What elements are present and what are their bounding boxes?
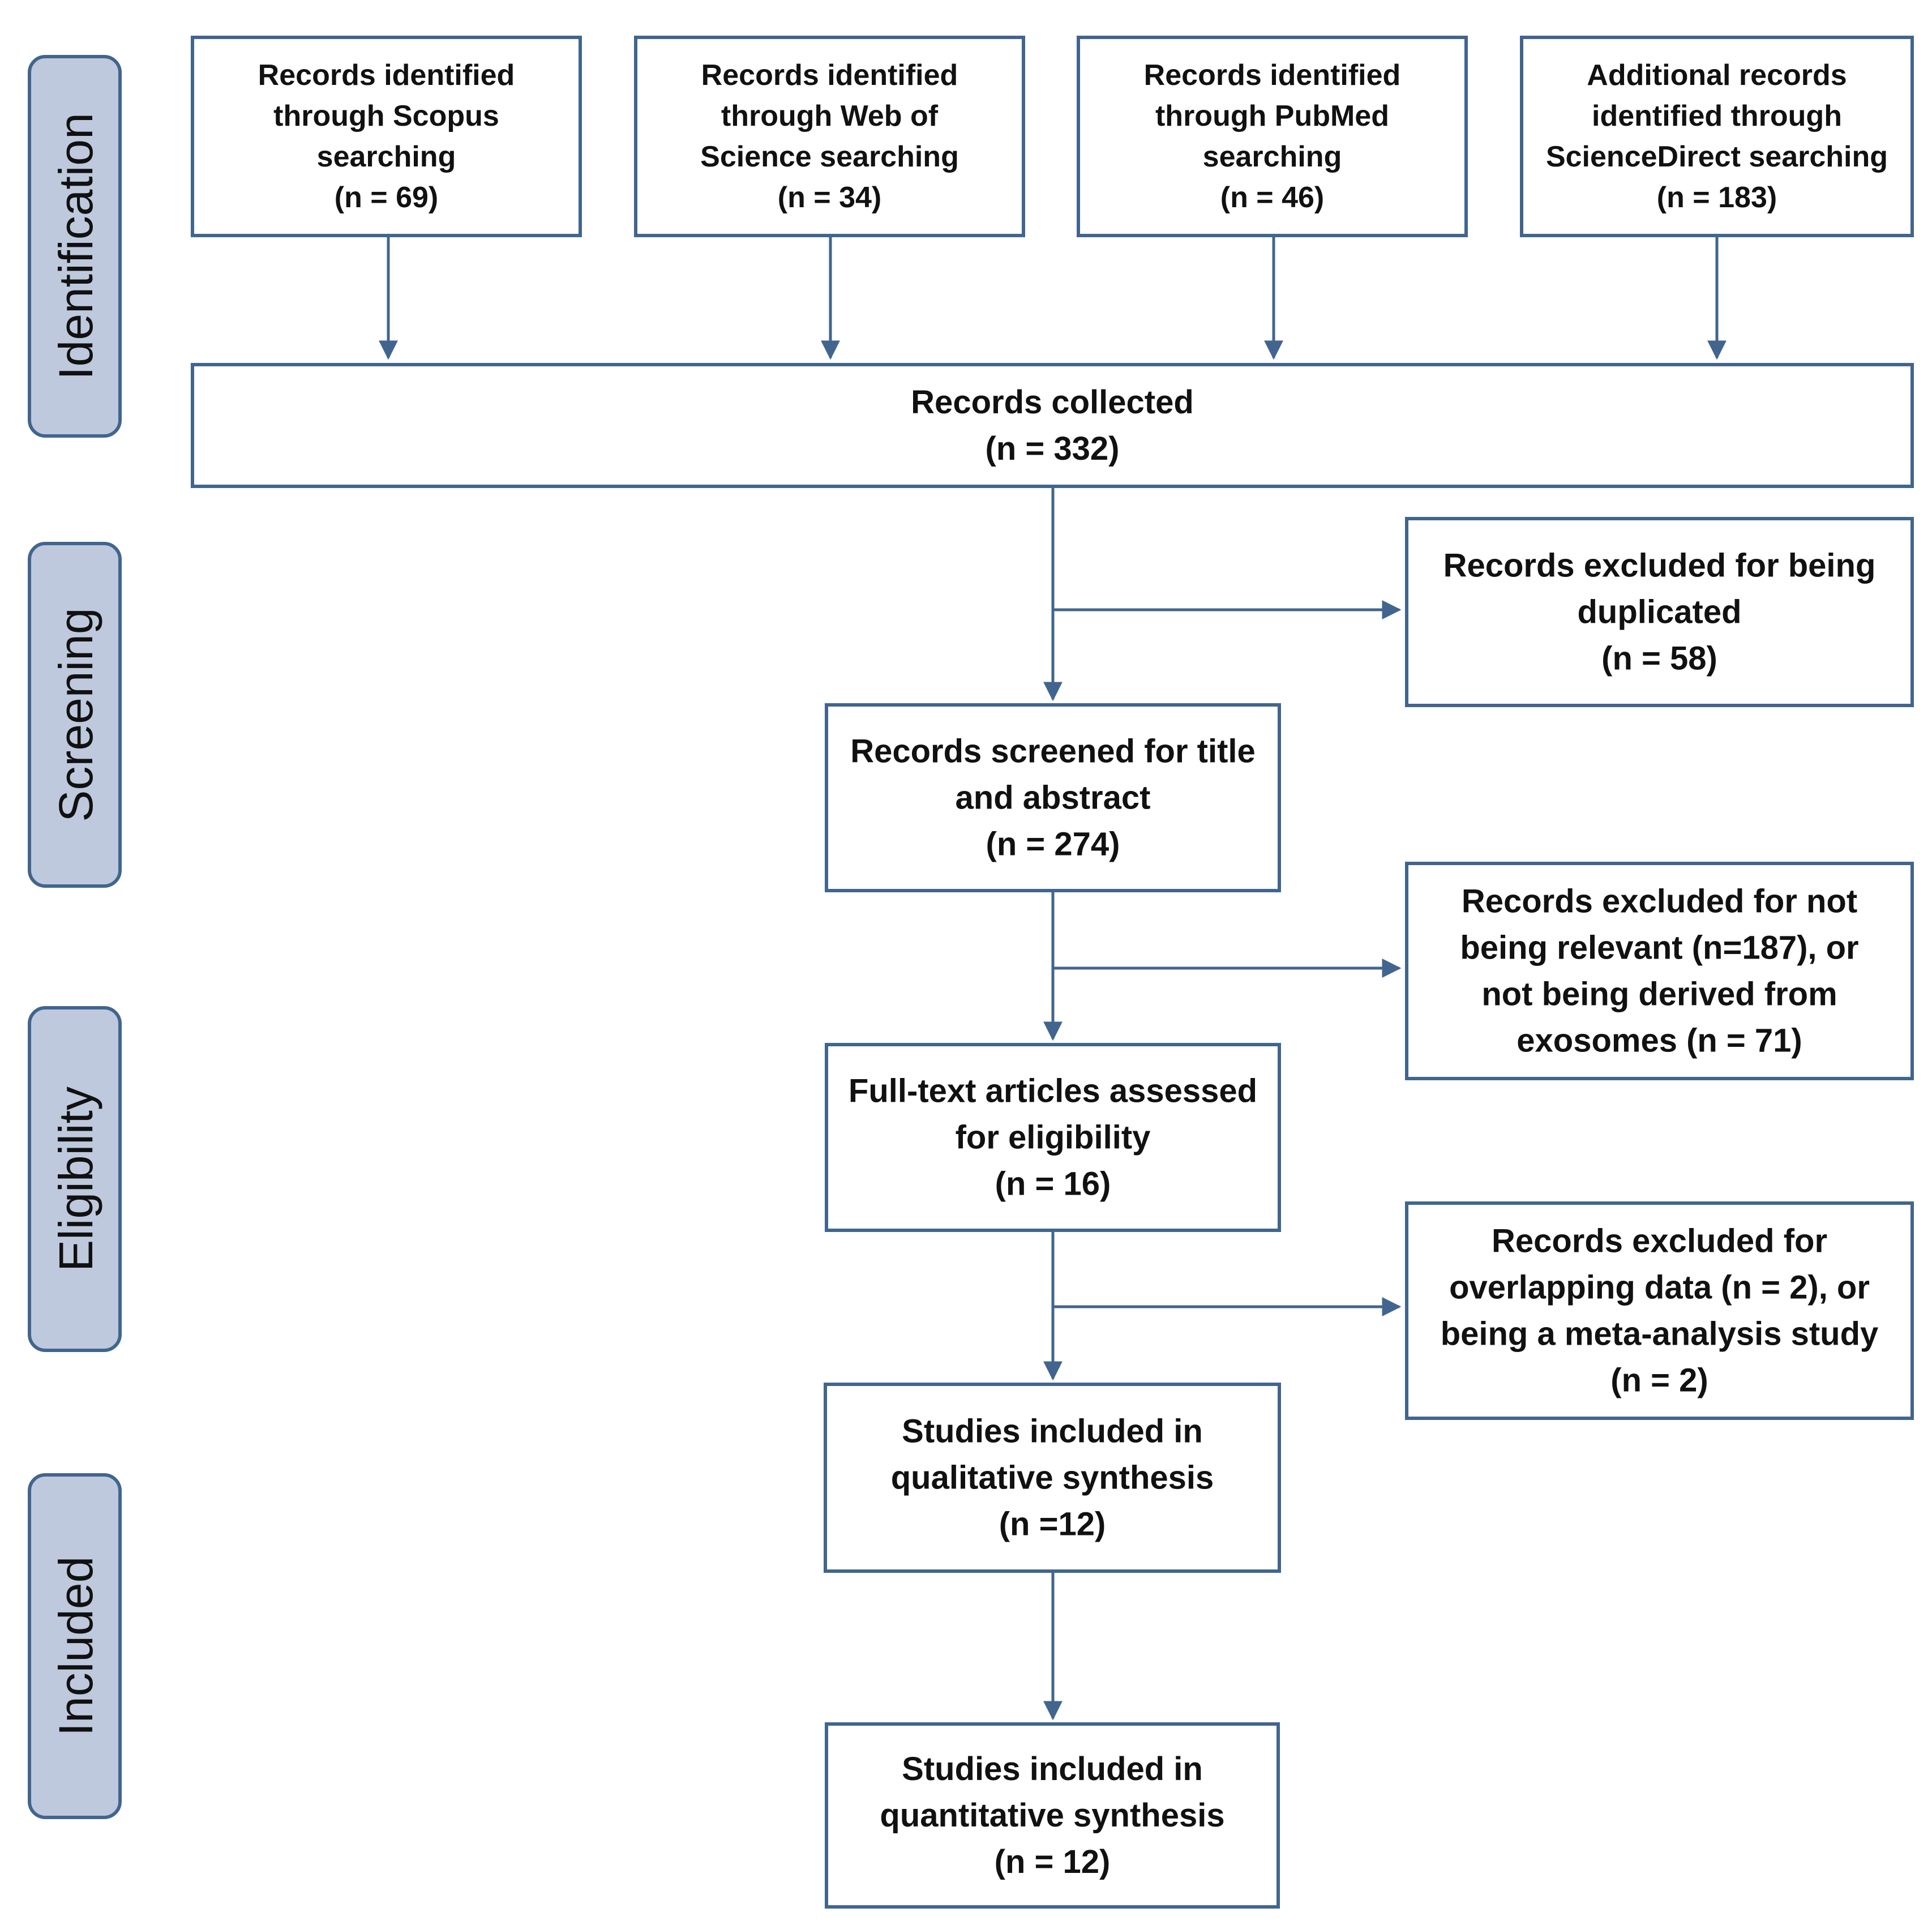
box-excluded-relevance-line: Records excluded for not (1462, 883, 1857, 920)
box-excluded-overlap-line: overlapping data (n = 2), or (1449, 1269, 1870, 1306)
box-screened-line: and abstract (956, 780, 1151, 816)
box-screened-line: (n = 274) (986, 826, 1120, 863)
box-excluded-dup-line: Records excluded for being (1443, 547, 1876, 584)
phase-identification: Identification (28, 55, 122, 438)
phase-eligibility-box (28, 1006, 122, 1352)
box-wos-frame (634, 36, 1025, 237)
phase-screening-box (28, 542, 122, 888)
phase-included-box (28, 1473, 122, 1819)
box-pubmed: Records identified through PubMed searchin… (1077, 36, 1468, 237)
box-screened-frame (825, 703, 1281, 892)
box-scopus-line: Records identified (258, 59, 515, 92)
box-qualitative-line: (n =12) (999, 1506, 1106, 1543)
box-sciencedirect-line: Additional records (1587, 59, 1847, 92)
phase-labels: IdentificationScreeningEligibilityInclud… (28, 55, 122, 1819)
box-sciencedirect-line: ScienceDirect searching (1546, 140, 1888, 173)
box-sciencedirect-frame (1520, 36, 1914, 237)
box-qualitative-frame (824, 1383, 1281, 1573)
box-wos-line: through Web of (721, 100, 939, 132)
box-scopus: Records identified through Scopus searchin… (191, 36, 582, 237)
box-quantitative-line: quantitative synthesis (880, 1797, 1224, 1834)
box-qualitative: Studies included in qualitative synthesis… (824, 1383, 1281, 1573)
box-pubmed-frame (1077, 36, 1468, 237)
box-excluded-relevance-frame (1405, 862, 1914, 1080)
phase-eligibility-label: Eligibility (49, 1086, 102, 1272)
box-excluded-overlap-frame (1405, 1201, 1914, 1420)
box-pubmed-line: Records identified (1144, 59, 1401, 92)
box-sciencedirect: Additional records identified throughScie… (1520, 36, 1914, 237)
box-scopus-line: through Scopus (273, 100, 499, 132)
box-fulltext-line: for eligibility (956, 1119, 1151, 1156)
box-excluded-dup-line: (n = 58) (1601, 640, 1717, 677)
box-screened: Records screened for title and abstract (n… (825, 703, 1281, 892)
box-fulltext: Full-text articles assessed for eligibili… (825, 1043, 1281, 1232)
flow-boxes: Records identified through Scopus searchin… (191, 36, 1914, 1909)
box-fulltext-line: Full-text articles assessed (849, 1073, 1257, 1110)
box-excluded-dup-line: duplicated (1577, 594, 1741, 631)
phase-eligibility: Eligibility (28, 1006, 122, 1352)
box-wos-line: Records identified (701, 59, 958, 92)
box-wos-line: Science searching (700, 140, 959, 173)
box-excluded-relevance: Records excluded for not being relevant (… (1405, 862, 1914, 1080)
box-quantitative: Studies included in quantitative synthesi… (825, 1722, 1280, 1909)
box-excluded-overlap-line: (n = 2) (1610, 1362, 1708, 1399)
box-pubmed-line: through PubMed (1155, 100, 1389, 132)
flow-arrows (379, 236, 1727, 1721)
box-excluded-dup-frame (1405, 517, 1914, 707)
box-scopus-line: (n = 69) (335, 181, 439, 214)
phase-identification-box (28, 55, 122, 438)
phase-screening: Screening (28, 542, 122, 888)
box-fulltext-line: (n = 16) (995, 1166, 1111, 1203)
box-collected-frame (191, 363, 1914, 488)
box-excluded-overlap-line: Records excluded for (1492, 1223, 1827, 1260)
box-sciencedirect-line: identified through (1592, 100, 1842, 132)
phase-screening-label: Screening (49, 608, 102, 822)
box-fulltext-frame (825, 1043, 1281, 1232)
box-quantitative-frame (825, 1722, 1280, 1909)
phase-included: Included (28, 1473, 122, 1819)
box-sciencedirect-line: (n = 183) (1657, 181, 1777, 214)
box-excluded-dup: Records excluded for being duplicated (n =… (1405, 517, 1914, 707)
phase-identification-label: Identification (49, 113, 102, 380)
box-collected-line: Records collected (911, 384, 1194, 421)
box-quantitative-line: (n = 12) (995, 1843, 1111, 1880)
box-excluded-overlap: Records excluded for overlapping data (n … (1405, 1201, 1914, 1420)
box-screened-line: Records screened for title (850, 733, 1256, 770)
box-qualitative-line: qualitative synthesis (891, 1460, 1214, 1496)
box-wos-line: (n = 34) (778, 181, 882, 214)
box-quantitative-line: Studies included in (902, 1751, 1203, 1787)
box-excluded-overlap-line: being a meta-analysis study (1441, 1316, 1879, 1353)
box-collected: Records collected (n = 332) (191, 363, 1914, 488)
box-excluded-relevance-line: not being derived from (1481, 976, 1837, 1013)
box-wos: Records identified through Web of Science … (634, 36, 1025, 237)
box-excluded-relevance-line: exosomes (n = 71) (1517, 1023, 1802, 1059)
box-scopus-line: searching (317, 140, 456, 173)
box-qualitative-line: Studies included in (902, 1413, 1203, 1450)
box-pubmed-line: searching (1203, 140, 1342, 173)
box-scopus-frame (191, 36, 582, 237)
box-collected-line: (n = 332) (986, 430, 1120, 467)
box-excluded-relevance-line: being relevant (n=187), or (1460, 930, 1858, 966)
box-pubmed-line: (n = 46) (1220, 181, 1325, 214)
phase-included-label: Included (49, 1556, 102, 1736)
